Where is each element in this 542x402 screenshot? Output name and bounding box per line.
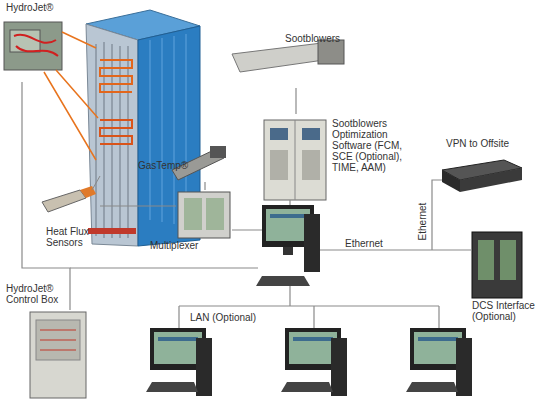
device-label: HydroJet® [6, 2, 76, 13]
vpn-router [442, 160, 522, 192]
hydrojet-device [4, 22, 62, 70]
software-cabinet [264, 120, 326, 200]
cabinet-panel [270, 150, 288, 180]
screen [414, 332, 462, 364]
cabinet-body [264, 120, 326, 200]
device-label-group: HydroJet® Control Box [30, 310, 88, 398]
connector-wire [295, 88, 296, 114]
lower-header [88, 228, 136, 234]
monitor-stand [283, 247, 293, 255]
device-label-group: Heat Flux Sensors [38, 186, 100, 250]
hydrojet-frame [4, 22, 62, 70]
link-label: Ethernet [417, 197, 428, 247]
screen-bar [293, 337, 333, 341]
device-label: VPN to Offsite [446, 138, 528, 149]
screen-bar [158, 337, 198, 341]
control-wiring [40, 330, 76, 350]
sensor-body [42, 190, 86, 212]
cabinet-display [302, 128, 320, 140]
main-computer [256, 205, 320, 286]
device-label: Sootblowers Optimization Software (FCM, … [332, 118, 412, 173]
network-wire [70, 180, 472, 328]
device-label-group: VPN to Offsite [438, 138, 528, 196]
connector-wire [204, 182, 205, 190]
tower [196, 338, 212, 396]
tower [456, 338, 472, 396]
screen [154, 332, 202, 364]
control-box [30, 312, 86, 398]
screen-bar [418, 337, 458, 341]
mux-board [206, 198, 224, 230]
device-label-group: DCS Interface (Optional) [468, 228, 540, 328]
workstation [146, 328, 212, 396]
keyboard [406, 382, 458, 392]
router-front [442, 170, 460, 192]
superheater-coil [100, 60, 132, 92]
water-line [44, 32, 98, 160]
tower [331, 338, 347, 396]
cabinet-display [270, 128, 288, 140]
tower [304, 214, 320, 272]
device-label: Multiplexer [150, 240, 230, 251]
cabinet-door [295, 120, 296, 200]
workstation [406, 328, 472, 396]
cabinet-panel [302, 150, 320, 180]
reheater-coil [100, 120, 132, 144]
device-label: HydroJet® Control Box [6, 283, 66, 305]
link-label: Ethernet [345, 238, 405, 249]
dcs-board [478, 240, 494, 280]
probe-head [210, 146, 226, 158]
multiplexer-box [178, 192, 230, 238]
device-label: Heat Flux Sensors [46, 226, 100, 248]
device-label-group: Sootblowers Optimization Software (FCM, … [262, 114, 414, 202]
device-label: GasTemp® [138, 160, 198, 171]
dcs-body [472, 232, 522, 298]
device-label-group: Sootblowers [228, 30, 348, 88]
connector-wire [100, 205, 176, 206]
keyboard [146, 382, 198, 392]
control-box-body [30, 312, 86, 398]
network-label: LAN (Optional) [190, 312, 280, 323]
connector-wire [22, 82, 70, 310]
device-label-group: Multiplexer [176, 190, 232, 240]
screen [266, 209, 310, 241]
dcs-board [500, 240, 516, 280]
boiler-front [86, 24, 138, 246]
workstation [281, 328, 347, 396]
dcs-panel [472, 232, 522, 298]
screen [289, 332, 337, 364]
mux-body [178, 192, 230, 238]
heat-flux-sensor [42, 186, 96, 212]
control-panel [36, 320, 80, 360]
device-label: Sootblowers [285, 33, 355, 44]
hydrojet-panel [10, 30, 40, 52]
device-label-group: HydroJet® [0, 2, 68, 82]
screen-bar [270, 214, 306, 218]
device-label-group: GasTemp® [136, 144, 228, 182]
mux-board [184, 198, 202, 230]
sensor-wire [92, 176, 100, 190]
keyboard [281, 382, 333, 392]
router-side [460, 168, 522, 192]
sootblower-device [232, 40, 344, 72]
device-label: DCS Interface (Optional) [472, 300, 540, 322]
hydrojet-hose [14, 35, 58, 56]
keyboard [256, 276, 310, 286]
